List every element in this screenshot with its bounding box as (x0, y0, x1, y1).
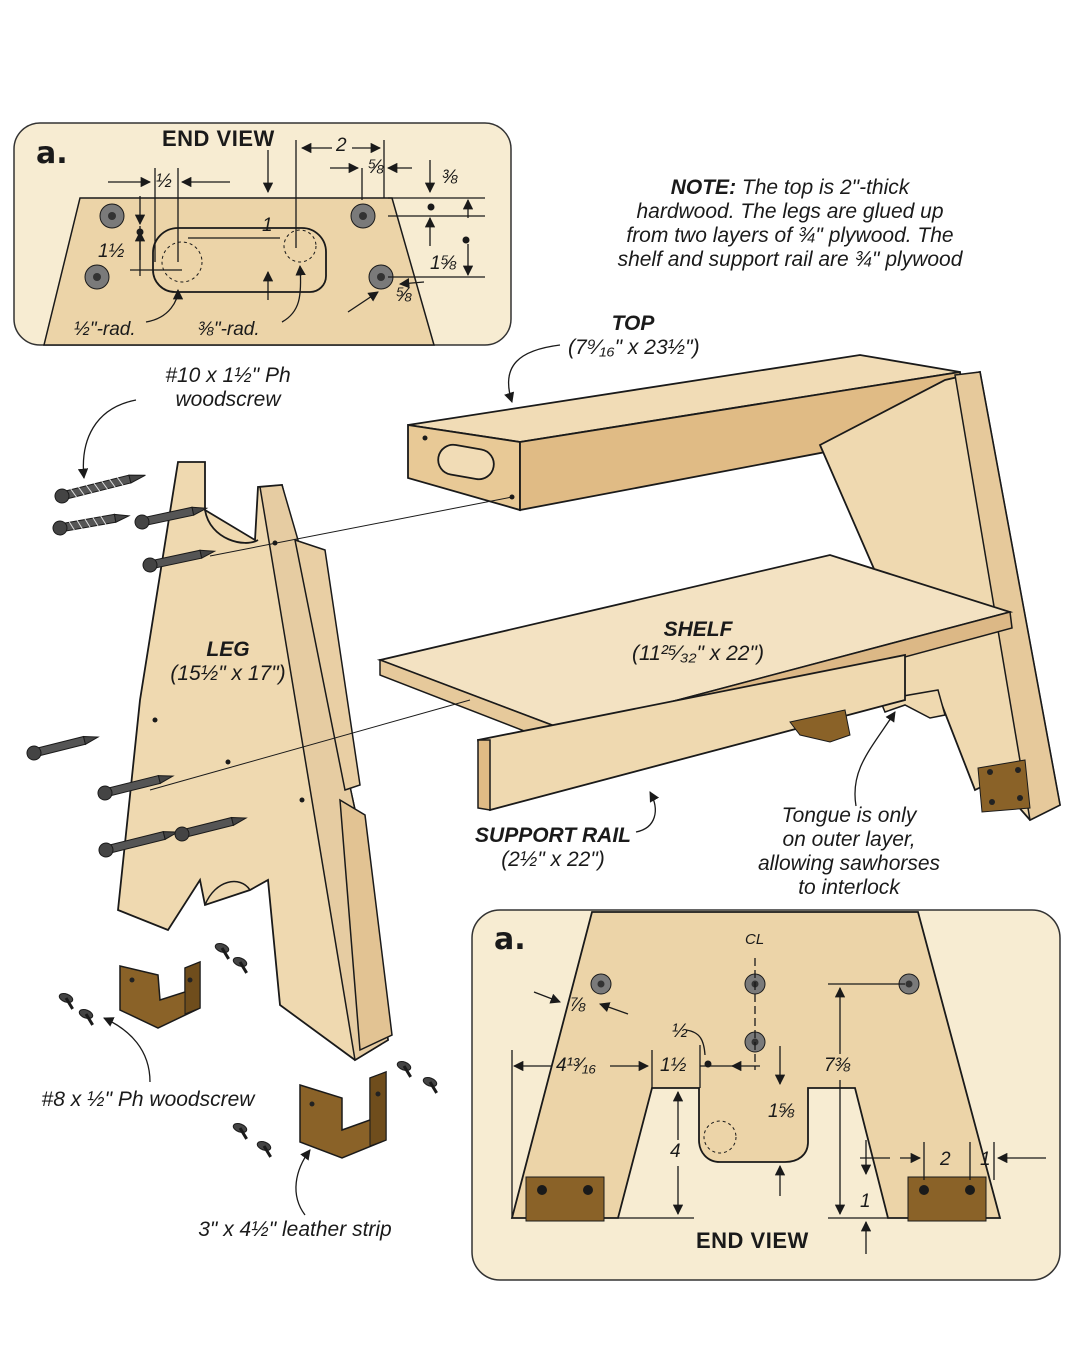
leather-strip-left (119, 960, 201, 1029)
woodscrew-large-line-1: #10 x 1½" Ph (165, 364, 291, 387)
top-label: TOP (7⁹⁄₁₆" x 23½") (568, 312, 700, 360)
dim-three-eighths-rad: ⅜"-rad. (198, 319, 260, 340)
dim-one-right: 1 (980, 1149, 991, 1170)
support-rail (476, 653, 906, 812)
dim-one-bottom: 1 (860, 1191, 871, 1212)
tongue-note-line-3: allowing sawhorses (757, 852, 941, 875)
shelf-label: SHELF (11²⁵⁄₃₂" x 22") (620, 618, 776, 666)
woodscrew-small-label: #8 x ½" Ph woodscrew (41, 1088, 255, 1111)
note-text: NOTE: The top is 2"-thick hardwood. The … (585, 176, 995, 272)
dim-seven-three-eighths: 7⅜ (824, 1055, 851, 1076)
note-line-3: from two layers of ¾" plywood. The (626, 224, 954, 247)
leather-strip-label: 3" x 4½" leather strip (198, 1218, 392, 1241)
tongue-note: Tongue is only on outer layer, allowing … (736, 804, 962, 900)
dim-one-five-eighths: 1⅝ (430, 253, 457, 274)
screw-head-icon (898, 973, 920, 995)
note-lead: NOTE: (670, 176, 737, 199)
woodscrew-large-icons (26, 474, 248, 858)
woodscrew-small-icons (58, 943, 438, 1158)
dim-one-five-eighths-bottom: 1⅝ (768, 1101, 795, 1122)
top-inset-title: END VIEW (162, 126, 275, 151)
note-line-2: hardwood. The legs are glued up (636, 200, 944, 223)
dim-four: 4 (670, 1141, 681, 1162)
dim-two-bottom: 2 (940, 1149, 951, 1170)
screw-head-icon (590, 973, 612, 995)
screw-head-icon (350, 203, 376, 229)
dim-half-rad: ½"-rad. (74, 319, 136, 340)
top-inset-panel (13, 122, 512, 346)
leg-size: (15½" x 17") (170, 662, 286, 685)
centerline-symbol: CL (745, 931, 765, 948)
woodscrew-large-line-2: woodscrew (175, 388, 281, 411)
screw-head-icon (84, 264, 110, 290)
dim-two: 2 (336, 135, 347, 156)
bottom-inset-title: END VIEW (696, 1228, 809, 1253)
woodscrew-large-label: #10 x 1½" Ph woodscrew (128, 364, 328, 412)
support-rail-name: SUPPORT RAIL (475, 824, 631, 847)
top-name: TOP (611, 312, 655, 335)
support-rail-size: (2½" x 22") (501, 848, 605, 871)
dim-five-eighths-top: ⅝ (368, 157, 384, 178)
dim-half-top: ½ (156, 171, 172, 192)
near-leg (117, 461, 393, 1062)
bottom-inset-panel (471, 909, 1061, 1281)
screw-head-icon (99, 203, 125, 229)
leather-strip-right (299, 1070, 387, 1159)
top-inset-letter: a. (36, 136, 68, 171)
dim-half: ½ (672, 1021, 688, 1042)
bottom-inset-letter: a. (494, 922, 526, 957)
note-line-4: shelf and support rail are ¾" plywood (617, 248, 963, 271)
dim-five-eighths-bottom: ⅝ (396, 285, 412, 306)
dim-one-half-left: 1½ (98, 241, 125, 262)
dim-four-thirteen-sixteenths: 4¹³⁄₁₆ (556, 1055, 597, 1076)
tongue-note-line-2: on outer layer, (782, 828, 916, 851)
support-rail-label: SUPPORT RAIL (2½" x 22") (468, 824, 638, 872)
shelf-name: SHELF (663, 618, 733, 641)
tongue-note-line-4: to interlock (798, 876, 900, 899)
dim-one: 1 (262, 215, 273, 236)
leg-label: LEG (15½" x 17") (158, 638, 298, 686)
dim-seven-eighths: ⅞ (570, 995, 586, 1016)
shelf-size: (11²⁵⁄₃₂" x 22") (632, 642, 764, 665)
dim-one-half: 1½ (660, 1055, 687, 1076)
tongue-note-line-1: Tongue is only (781, 804, 917, 827)
top-board (407, 354, 970, 512)
note-line-1: The top is 2"-thick (741, 176, 910, 199)
dim-three-eighths: ⅜ (442, 167, 458, 188)
leg-name: LEG (206, 638, 250, 661)
top-size: (7⁹⁄₁₆" x 23½") (568, 336, 700, 359)
